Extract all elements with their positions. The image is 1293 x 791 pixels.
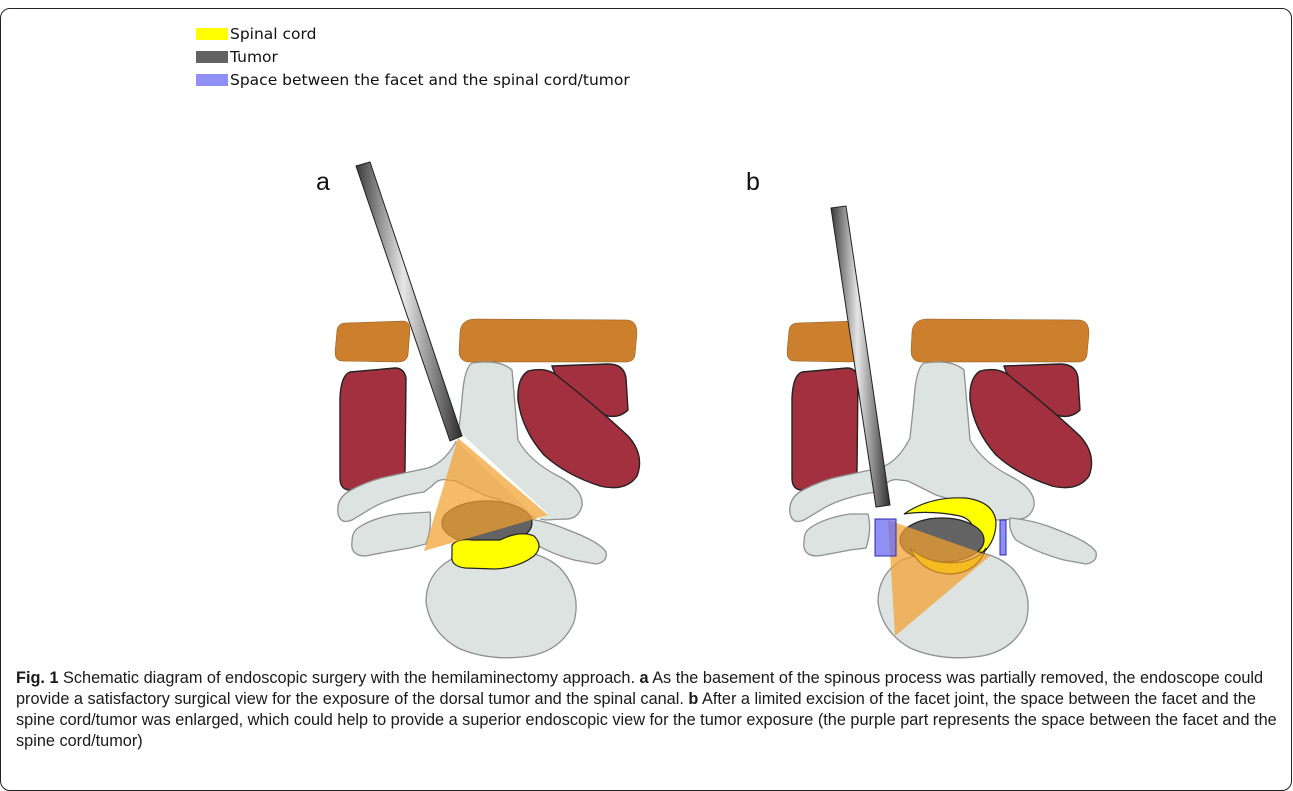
- figure-caption: Fig. 1 Schematic diagram of endoscopic s…: [16, 668, 1281, 752]
- caption-fig-label: Fig. 1: [16, 669, 59, 687]
- caption-b-label: b: [688, 690, 698, 708]
- muscle-left: [340, 368, 406, 490]
- vertebra-facet-right: [1010, 518, 1097, 564]
- facet-space-right: [1000, 520, 1006, 555]
- fat-pad-right: [911, 319, 1089, 362]
- diagram: a b: [0, 0, 1293, 668]
- vertebra-facet-left: [804, 514, 870, 556]
- panel-a: a: [316, 162, 640, 658]
- facet-space-left: [875, 519, 896, 556]
- muscle-left: [792, 368, 858, 490]
- fat-pad-right: [459, 319, 637, 362]
- panel-a-letter: a: [316, 168, 330, 196]
- panel-b: b: [746, 168, 1096, 658]
- fat-pad-left: [335, 321, 410, 362]
- caption-intro: Schematic diagram of endoscopic surgery …: [59, 669, 640, 687]
- caption-a-label: a: [640, 669, 649, 687]
- vertebra-facet-left: [352, 512, 431, 556]
- panel-b-letter: b: [746, 168, 760, 196]
